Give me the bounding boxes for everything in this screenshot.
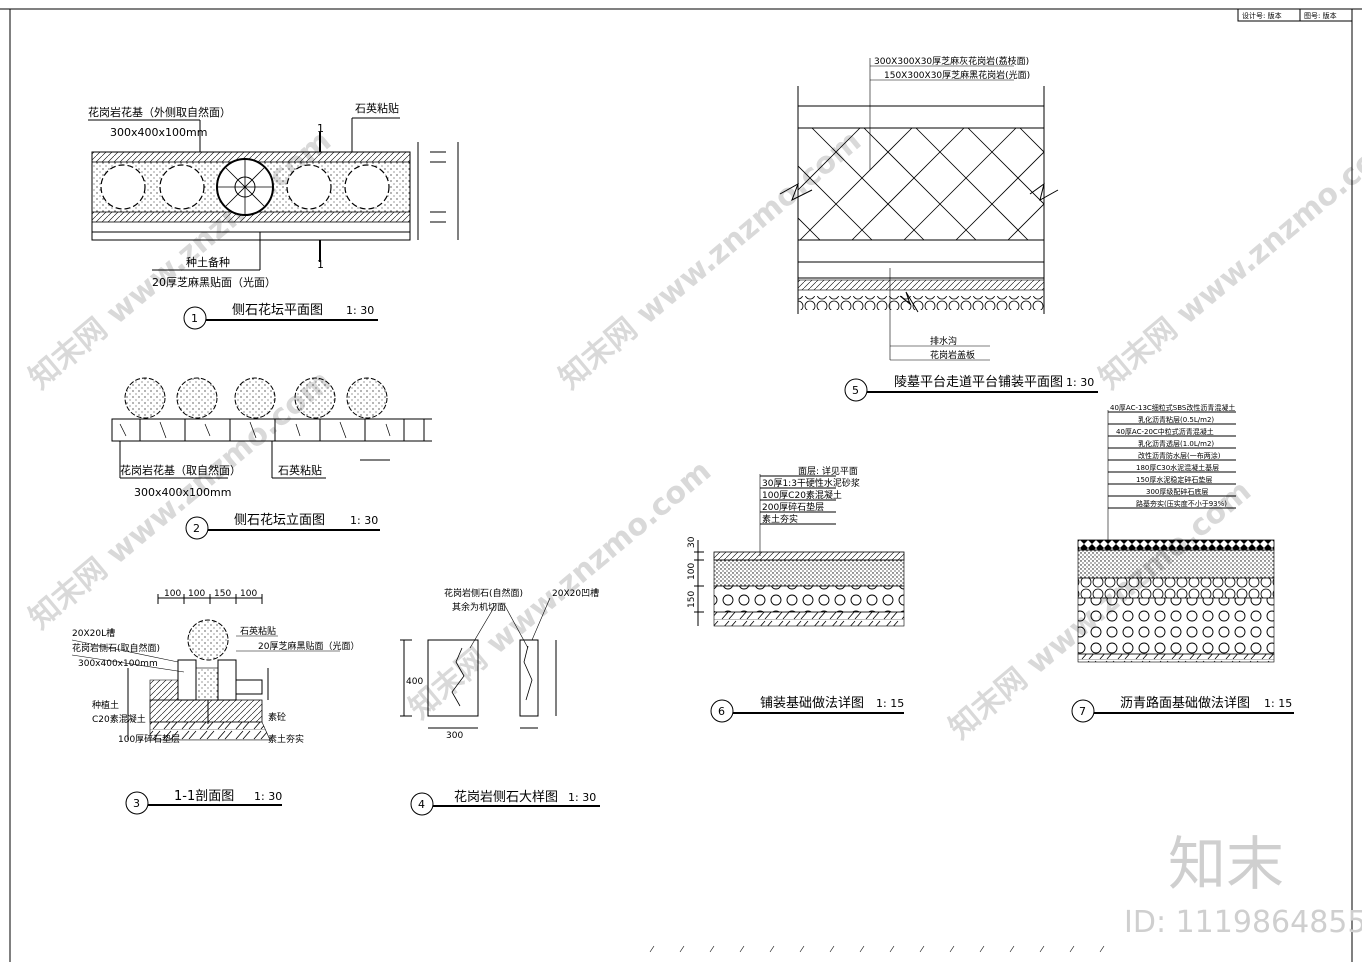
section-label-r1: 石英粘贴 [240, 625, 276, 637]
asphalt-layer-8: 300厚级配碎石底层 [1146, 487, 1208, 496]
asphalt-layer-7: 150厚水泥稳定碎石垫层 [1136, 475, 1212, 484]
drawing-3-scale: 1: 30 [254, 790, 282, 803]
base-layer-5: 素土夯实 [762, 513, 798, 525]
drawing-5-scale: 1: 30 [1066, 376, 1094, 389]
svg-text:知末网 www.znzmo.com: 知末网 www.znzmo.com [1093, 124, 1362, 397]
drawing-1-title: 侧石花坛平面图 [232, 302, 323, 318]
drawing-5-paving-plan: 300X300X30厚芝麻灰花岗岩(荔枝面) 150X300X30厚芝麻黑花岗岩… [779, 55, 1098, 402]
section-mark-top: 1 [317, 122, 324, 135]
section-mark-bottom: 1 [317, 258, 324, 271]
base-dim-1: 30 [687, 536, 697, 548]
kerb-dim-width: 300 [446, 731, 463, 741]
paving-label-3: 排水沟 [930, 335, 957, 347]
asphalt-layer-3: 40厚AC-20C中粒式沥青混凝土 [1116, 427, 1214, 436]
shrub-symbols [100, 158, 390, 216]
dim-4: 100 [240, 589, 257, 599]
base-layer-2: 30厚1:3干硬性水泥砂浆 [762, 477, 860, 489]
asphalt-layer-1: 40厚AC-13C细粒式SBS改性沥青混凝土 [1110, 403, 1235, 412]
titleblock-cell-2: 图号: 版本 [1304, 11, 1337, 20]
svg-text:知末网 www.znzmo.com: 知末网 www.znzmo.com [553, 124, 868, 397]
base-dim-3: 150 [687, 591, 697, 608]
drawing-1-number: 1 [191, 312, 198, 325]
kerb-dim-height: 400 [406, 677, 423, 687]
drawing-6-scale: 1: 15 [876, 697, 904, 710]
dim-3: 150 [214, 589, 231, 599]
drawing-6-number: 6 [718, 705, 725, 718]
drawing-7-scale: 1: 15 [1264, 697, 1292, 710]
paving-label-2: 150X300X30厚芝麻黑花岗岩(光面) [884, 69, 1030, 81]
drawing-4-kerb-detail: 400 300 花岗岩侧石(自然面) 其余为机切面 20X20凹槽 4 花岗岩侧… [400, 587, 600, 816]
section-label-r4: 素土夯实 [268, 733, 304, 745]
titleblock-cell-1: 设计号: 版本 [1242, 11, 1282, 20]
section-label-l1: 20X20L槽 [72, 627, 115, 639]
asphalt-layer-5: 改性沥青防水层(一布两涂) [1138, 451, 1221, 460]
drawing-7-number: 7 [1079, 705, 1086, 718]
drawing-4-number: 4 [418, 798, 425, 811]
asphalt-layer-2: 乳化沥青粘层(0.5L/m2) [1138, 415, 1214, 424]
diamond-tile-grid [798, 128, 1044, 240]
drawing-2-planter-elevation: 花岗岩花基（取自然面） 300x400x100mm 石英粘贴 2 侧石花坛立面图… [111, 377, 432, 540]
drawing-2-number: 2 [193, 522, 200, 535]
paving-label-1: 300X300X30厚芝麻灰花岗岩(荔枝面) [874, 55, 1029, 67]
drawing-1-planter-plan: 1 1 花岗岩花基（外侧取自然面） 300x400x100mm 石英粘贴 种土备… [88, 101, 459, 330]
drawing-2-scale: 1: 30 [350, 514, 378, 527]
asphalt-layer-6: 180厚C30水泥混凝土基层 [1136, 463, 1219, 472]
section-label-l2: 花岗岩侧石(取自然面) [72, 642, 160, 654]
section-label-l3: 300x400x100mm [78, 659, 158, 669]
section-label-l5: C20素混凝土 [92, 713, 146, 725]
drawing-6-title: 铺装基础做法详图 [760, 696, 864, 711]
label-size-elev: 300x400x100mm [134, 486, 231, 499]
drawing-5-title: 陵墓平台走道平台铺装平面图 [894, 375, 1063, 390]
image-id: ID: 1119864855 [1124, 905, 1362, 940]
drawing-3-title: 1-1剖面图 [174, 789, 234, 804]
sheet-border: 设计号: 版本 图号: 版本 [0, 8, 1362, 962]
section-label-l4: 种植土 [92, 699, 119, 711]
drawing-7-asphalt-base: 40厚AC-13C细粒式SBS改性沥青混凝土 乳化沥青粘层(0.5L/m2) 4… [1071, 403, 1294, 723]
bottom-grid-ticks [649, 945, 1105, 953]
label-kerb-elev: 花岗岩花基（取自然面） [120, 463, 241, 477]
asphalt-layer-9: 路基夯实(压实度不小于93%) [1136, 499, 1227, 508]
drawing-4-scale: 1: 30 [568, 791, 596, 804]
asphalt-layer-4: 乳化沥青透层(1.0L/m2) [1138, 439, 1214, 448]
drawing-7-title: 沥青路面基础做法详图 [1120, 695, 1250, 711]
label-pebble-elev: 石英粘贴 [278, 463, 322, 477]
label-kerb: 花岗岩花基（外侧取自然面） [88, 105, 231, 119]
base-layer-3: 100厚C20素混凝土 [762, 489, 842, 501]
base-layer-4: 200厚碎石垫层 [762, 501, 824, 513]
drawing-5-number: 5 [852, 384, 859, 397]
kerb-label-2: 其余为机切面 [452, 601, 506, 613]
dim-2: 100 [188, 589, 205, 599]
paving-label-4: 花岗岩盖板 [930, 349, 975, 361]
base-layer-1: 面层: 详见平面 [798, 465, 858, 477]
asphalt-layer-labels: 40厚AC-13C细粒式SBS改性沥青混凝土 乳化沥青粘层(0.5L/m2) 4… [1108, 403, 1236, 509]
label-pebble: 石英粘贴 [355, 101, 399, 115]
dim-1: 100 [164, 589, 181, 599]
drawing-6-paving-base: 30 100 150 面层: 详见平面 30厚1:3干硬性水泥砂浆 100厚C2… [687, 465, 905, 723]
label-soil: 种土备种 [186, 255, 230, 269]
section-label-r3: 素砼 [268, 711, 286, 723]
label-paving: 20厚芝麻黑贴面（光面） [152, 275, 276, 289]
drawing-3-number: 3 [133, 797, 140, 810]
label-size: 300x400x100mm [110, 126, 207, 139]
drawing-3-section: 100 100 150 100 20X20L槽 花岗岩侧石(取自然面) 300x… [71, 589, 359, 815]
drawing-4-title: 花岗岩侧石大样图 [454, 789, 558, 805]
brand-logo: 知末 [1168, 830, 1284, 898]
shrub-elevations [124, 377, 388, 419]
drawing-1-scale: 1: 30 [346, 304, 374, 317]
drawing-2-title: 侧石花坛立面图 [234, 512, 325, 528]
section-label-l6: 100厚碎石垫层 [118, 733, 180, 745]
kerb-label-1: 花岗岩侧石(自然面) [444, 587, 523, 599]
base-dim-2: 100 [687, 563, 697, 580]
section-label-r2: 20厚芝麻黑贴面（光面） [258, 640, 359, 652]
kerb-label-3: 20X20凹槽 [552, 587, 599, 599]
